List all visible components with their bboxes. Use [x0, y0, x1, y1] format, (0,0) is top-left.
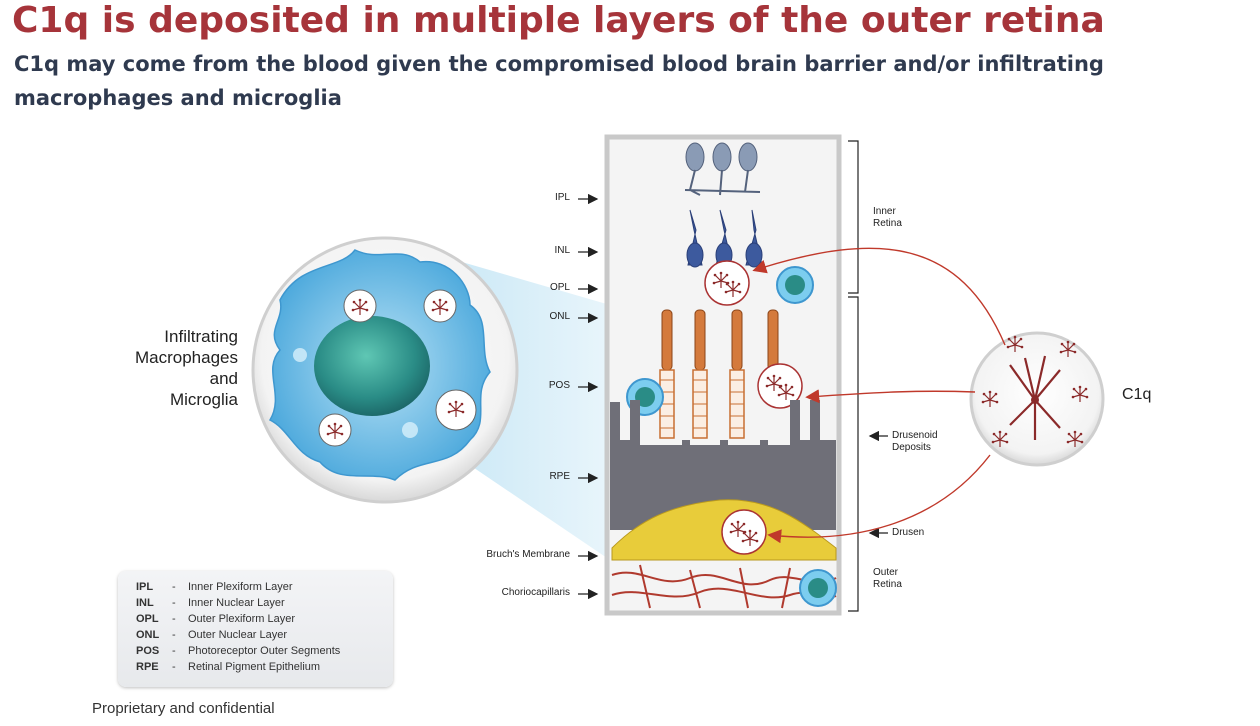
label-rpe: RPE: [549, 471, 570, 482]
legend-row: IPL-Inner Plexiform Layer: [136, 581, 293, 593]
c1q-label: C1q: [1122, 386, 1152, 403]
legend-row: INL-Inner Nuclear Layer: [136, 597, 285, 609]
label-bruchs-membrane: Bruch's Membrane: [486, 549, 570, 560]
label-outer-retina: Outer Retina: [873, 567, 902, 590]
legend-row: ONL-Outer Nuclear Layer: [136, 629, 288, 641]
label-inl: INL: [554, 245, 570, 256]
label-opl: OPL: [549, 282, 570, 293]
layer-legend: IPL-Inner Plexiform Layer INL-Inner Nucl…: [118, 571, 393, 687]
legend-row: RPE-Retinal Pigment Epithelium: [136, 661, 321, 673]
inner-retina-bracket: [848, 140, 859, 294]
slide-title: C1q is deposited in multiple layers of t…: [12, 0, 1105, 41]
outer-retina-bracket: [848, 296, 859, 612]
macrophage-magnifier: [251, 236, 519, 504]
label-drusen: Drusen: [892, 527, 925, 538]
label-onl: ONL: [549, 311, 570, 322]
label-drusenoid-deposits: Drusenoid Deposits: [892, 430, 938, 453]
retina-cross-section: [604, 134, 842, 616]
label-inner-retina: Inner Retina: [873, 206, 902, 229]
label-choriocapillaris: Choriocapillaris: [501, 587, 570, 598]
macrophage-label: Infiltrating Macrophages and Microglia: [134, 327, 238, 409]
footer-text: Proprietary and confidential: [92, 700, 275, 717]
slide-subtitle: C1q may come from the blood given the co…: [14, 52, 1104, 110]
layer-arrows: [578, 193, 888, 600]
label-pos: POS: [548, 380, 570, 391]
c1q-arrows: [752, 247, 1006, 544]
legend-row: POS-Photoreceptor Outer Segments: [136, 645, 341, 657]
c1q-magnifier: [969, 331, 1105, 467]
legend-row: OPL-Outer Plexiform Layer: [136, 613, 295, 625]
label-ipl: IPL: [554, 192, 570, 203]
